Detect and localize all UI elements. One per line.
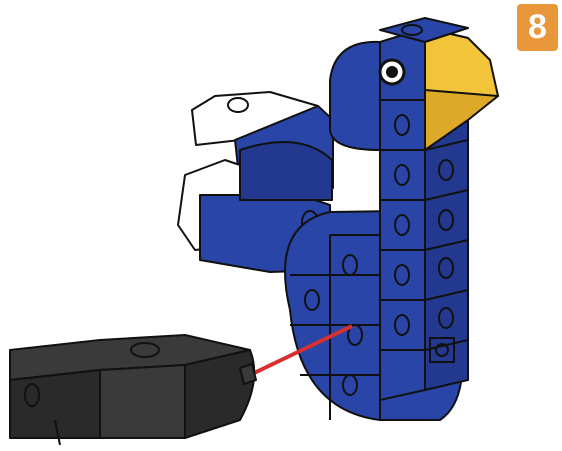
body-assembly — [285, 18, 498, 420]
step-number-badge: 8 — [517, 4, 558, 51]
black-brick-part-icon — [10, 335, 256, 445]
